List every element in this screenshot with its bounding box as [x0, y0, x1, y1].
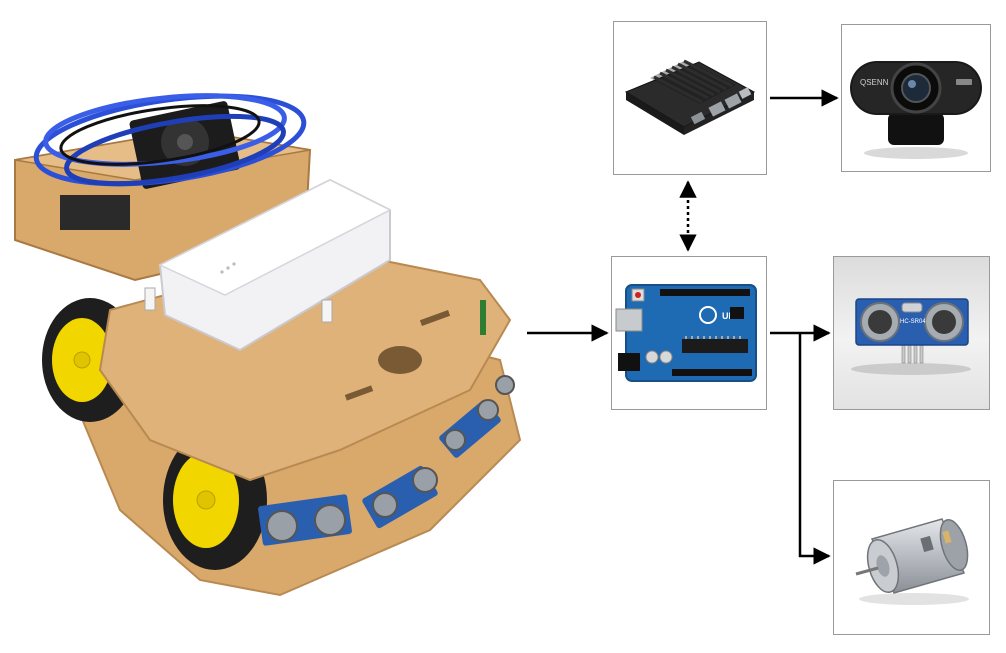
webcam-icon: QSENN	[842, 25, 990, 171]
webcam-node: QSENN	[841, 24, 991, 172]
arduino-uno-node: UNO	[611, 256, 767, 410]
ultrasonic-logo: HC-SR04	[900, 319, 926, 325]
jetson-nano-node	[613, 21, 767, 175]
dc-motor-icon	[834, 481, 989, 634]
robot-car-node	[0, 60, 530, 605]
jetson-nano-board-icon	[614, 22, 766, 174]
robot-car-icon	[0, 60, 530, 605]
dc-motor-node	[833, 480, 990, 635]
webcam-logo: QSENN	[860, 78, 889, 87]
ultrasonic-sensor-icon: HC-SR04	[834, 257, 989, 409]
arrow-arduino-to-motor	[800, 333, 829, 556]
arduino-uno-board-icon: UNO	[612, 257, 766, 409]
ultrasonic-sensor-node: HC-SR04	[833, 256, 990, 410]
